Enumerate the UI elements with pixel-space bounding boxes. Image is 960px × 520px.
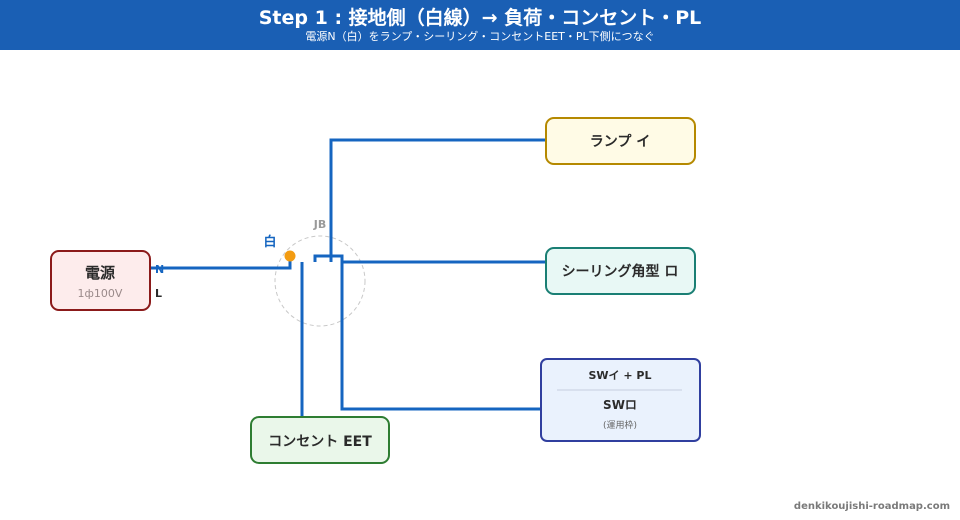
junction-box-label: JB <box>313 218 326 231</box>
header-bar: Step 1 : 接地側（白線）→ 負荷・コンセント・PL 電源N（白）をランプ… <box>0 0 960 50</box>
junction-dot <box>284 250 296 262</box>
ceiling-box <box>545 247 696 295</box>
switch-box <box>540 358 701 442</box>
switch-note: (運用枠) <box>603 419 637 431</box>
white-wire-label: 白 <box>263 234 276 250</box>
wire-jb-to-outlet <box>300 262 320 434</box>
switch-ro-label: SWロ <box>603 398 637 412</box>
wire-jb-to-ceiling <box>313 254 546 264</box>
lamp-box <box>545 117 696 165</box>
wire-jb-to-lamp <box>329 138 546 262</box>
wire-power-to-jb <box>150 255 292 270</box>
power-source-spec: 1ф100V <box>78 287 123 300</box>
outlet-label: コンセント EET <box>268 434 372 450</box>
wire-jb-to-switch <box>340 262 541 411</box>
terminal-l-label: L <box>155 287 162 300</box>
site-footer: denkikoujishi-roadmap.com <box>793 501 950 512</box>
page-title: Step 1 : 接地側（白線）→ 負荷・コンセント・PL <box>258 7 702 29</box>
ceiling-label: シーリング角型 ロ <box>562 263 679 280</box>
neutral-wires <box>150 138 546 434</box>
page-subtitle: 電源N（白）をランプ・シーリング・コンセントEET・PL下側につなぐ <box>305 30 655 43</box>
junction-box-circle <box>274 235 366 327</box>
terminal-n-label: N <box>155 263 164 276</box>
outlet-box <box>250 416 390 464</box>
switch-pl-label: SWイ + PL <box>588 369 651 382</box>
power-source-box <box>50 250 151 311</box>
power-source-label: 電源 <box>85 264 115 282</box>
lamp-label: ランプ イ <box>590 134 650 150</box>
